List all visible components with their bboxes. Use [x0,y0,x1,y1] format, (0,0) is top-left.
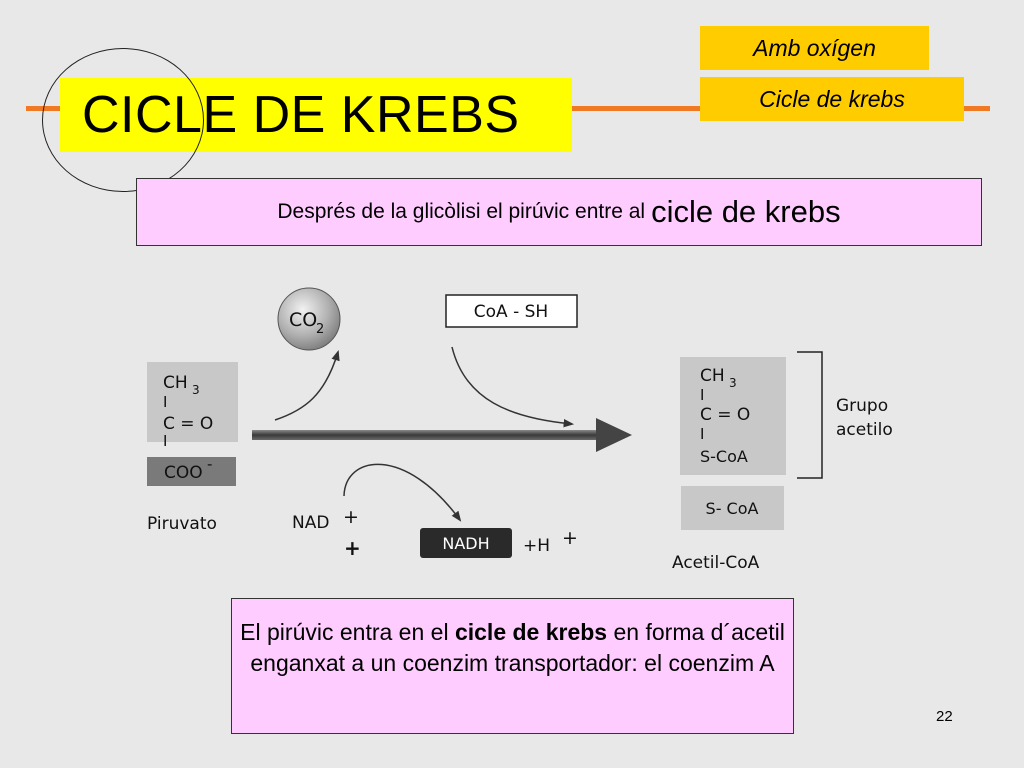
tag-cicle-de-krebs: Cicle de krebs [700,77,964,121]
page-number: 22 [936,708,953,725]
intro-emphasis: cicle de krebs [651,194,841,229]
nad-charge: + [343,506,359,528]
explanation-box: El pirúvic entra en el cicle de krebs en… [231,598,794,734]
intro-box: Després de la glicòlisi el pirúvic entre… [136,178,982,246]
explanation-bold: cicle de krebs [454,619,608,645]
pyruvate-bond-2: I [163,432,167,450]
acetyl-bond-1: I [700,386,704,404]
co2-molecule: CO 2 [277,287,341,351]
tag-amb-oxigen: Amb oxígen [700,26,929,70]
tag-rule-right [964,106,990,111]
h-plus-label: +H [523,536,550,556]
explanation-pre: El pirúvic entra en el [240,619,449,645]
nad-plus-sign: + [344,536,361,560]
acetyl-scoa: S-CoA [700,447,748,466]
nad-plus: NAD + + [292,506,361,560]
pyruvate-ch3-subscript: 3 [192,383,200,397]
coa-join-arrow [451,346,575,428]
pyruvate-ch3: CH [163,373,188,393]
tag-cicle-de-krebs-text: Cicle de krebs [759,85,905,112]
co2-release-arrow [274,349,340,421]
coa-sh-box: CoA - SH [445,294,578,328]
acetyl-coa-structure: CH 3 I C = O I S-CoA S- CoA Acetil-CoA [672,357,786,573]
title-circle-decoration [42,48,204,192]
intro-text: Després de la glicòlisi el pirúvic entre… [277,200,646,223]
nadh-product: NADH +H + [420,527,578,558]
explanation-post: en forma d´acetil enganxat a un coenzim … [250,619,785,676]
acetyl-ch3-subscript: 3 [729,376,737,390]
acetyl-ch3: CH [700,366,725,386]
pyruvate-bond-1: I [163,393,167,411]
main-reaction-arrow [252,418,632,452]
title-rule-right [572,106,700,111]
co2-subscript: 2 [316,322,324,337]
scoa-box-label: S- CoA [706,499,759,518]
nad-label: NAD [292,513,329,533]
acetyl-bond-2: I [700,425,704,443]
pyruvate-label: Piruvato [147,514,217,534]
group-label-line1: Grupo [836,396,888,416]
coa-sh-label: CoA - SH [474,302,548,322]
acetyl-carbonyl: C = O [700,405,750,425]
tag-amb-oxigen-text: Amb oxígen [753,34,876,61]
pyruvate-structure: CH 3 I C = O I COO - Piruvato [147,362,238,534]
acetyl-group-bracket [797,351,823,479]
group-label-line2: acetilo [836,420,893,440]
h-plus-charge: + [562,527,578,549]
pyruvate-coo-charge: - [207,455,212,473]
nadh-label: NADH [442,534,489,553]
acetyl-coa-label: Acetil-CoA [672,553,760,573]
nad-reduction-arrow [343,463,462,522]
pyruvate-carbonyl: C = O [163,414,213,434]
co2-label: CO [289,309,317,331]
pyruvate-coo: COO [164,463,203,483]
